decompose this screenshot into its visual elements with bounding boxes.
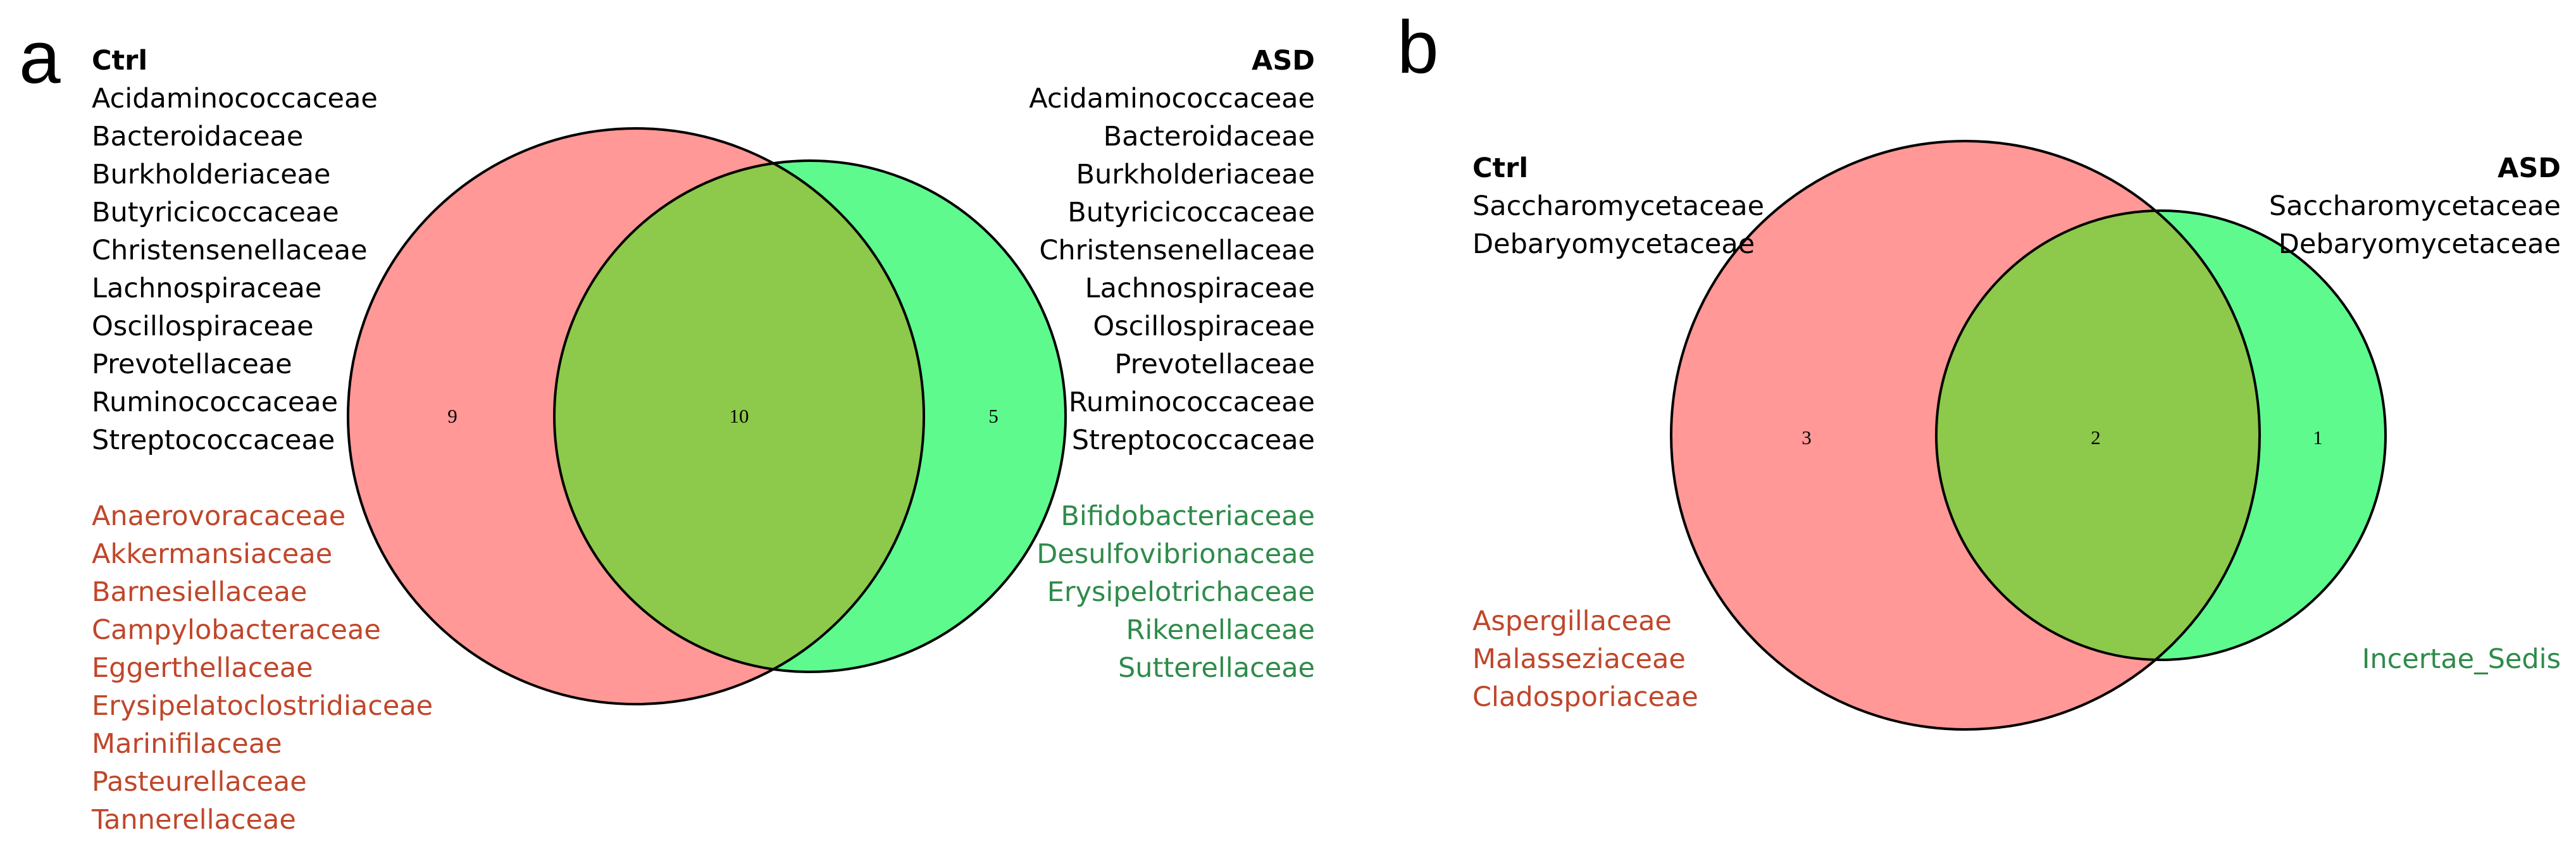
shared-taxon: Bacteroidaceae — [1103, 121, 1315, 152]
ctrl-only-list: Aspergillaceae Malasseziaceae Cladospori… — [1472, 602, 1698, 716]
ctrl-header: Ctrl — [1472, 152, 1529, 184]
asd-only-list: Incertae_Sedis — [2362, 640, 2561, 678]
asd-header: ASD — [2498, 152, 2561, 184]
shared-taxon: Streptococcaceae — [1071, 424, 1315, 456]
ctrl-only-taxon: Tannerellaceae — [92, 804, 296, 836]
shared-taxon: Saccharomycetaceae — [2268, 190, 2561, 222]
venn-diagram: 9 10 5 — [347, 127, 1067, 705]
asd-only-taxa-list: Bifidobacteriaceae Desulfovibrionaceae E… — [1029, 497, 1315, 687]
shared-taxon: Prevotellaceae — [92, 349, 292, 380]
shared-taxon: Christensenellaceae — [1039, 235, 1315, 266]
asd-only-count: 1 — [2313, 426, 2323, 449]
ctrl-only-taxon: Erysipelatoclostridiaceae — [92, 690, 433, 722]
ctrl-only-taxa-list: Aspergillaceae Malasseziaceae Cladospori… — [1472, 602, 1698, 716]
ctrl-only-taxon: Eggerthellaceae — [92, 652, 313, 684]
asd-list: ASD Acidaminococcaceae Bacteroidaceae Bu… — [1029, 42, 1315, 687]
asd-circle-outline — [1935, 209, 2387, 661]
ctrl-only-taxon: Marinifilaceae — [92, 728, 282, 760]
ctrl-header: Ctrl — [92, 45, 148, 77]
overlap-count: 2 — [2091, 426, 2101, 449]
shared-taxon: Streptococcaceae — [92, 424, 335, 456]
shared-taxon: Debaryomycetaceae — [2278, 228, 2561, 260]
asd-circle-outline — [553, 159, 1067, 673]
shared-taxa-list: Saccharomycetaceae Debaryomycetaceae — [1472, 187, 1764, 263]
ctrl-only-taxon: Campylobacteraceae — [92, 614, 381, 646]
shared-taxon: Lachnospiraceae — [1085, 273, 1315, 304]
ctrl-only-taxon: Anaerovoracaceae — [92, 500, 346, 532]
shared-taxon: Acidaminococcaceae — [92, 83, 378, 115]
overlap-region — [1936, 211, 2260, 660]
asd-list: ASD Saccharomycetaceae Debaryomycetaceae — [2269, 149, 2561, 263]
shared-taxon: Lachnospiraceae — [92, 273, 322, 304]
ctrl-only-taxon: Malasseziaceae — [1472, 643, 1686, 675]
asd-only-taxon: Erysipelotrichaceae — [1047, 576, 1315, 608]
shared-taxon: Bacteroidaceae — [92, 121, 304, 152]
venn-diagram: 3 2 1 — [1670, 140, 2387, 731]
shared-taxon: Burkholderiaceae — [1076, 159, 1315, 190]
ctrl-list: Ctrl Acidaminococcaceae Bacteroidaceae B… — [92, 42, 433, 839]
asd-only-taxon: Rikenellaceae — [1126, 614, 1315, 646]
shared-taxon: Acidaminococcaceae — [1029, 83, 1315, 115]
asd-only-taxon: Incertae_Sedis — [2361, 643, 2561, 675]
ctrl-only-taxon: Cladosporiaceae — [1472, 681, 1698, 713]
shared-taxon: Prevotellaceae — [1114, 349, 1315, 380]
shared-taxon: Oscillospiraceae — [1093, 311, 1315, 342]
ctrl-circle-outline — [347, 127, 925, 705]
ctrl-only-taxa-list: Anaerovoracaceae Akkermansiaceae Barnesi… — [92, 497, 433, 839]
shared-taxon: Debaryomycetaceae — [1472, 228, 1755, 260]
panel-b: b 3 2 1 Ctrl Saccharomycetaceae Debaryom… — [1354, 0, 2576, 849]
shared-taxa-list: Acidaminococcaceae Bacteroidaceae Burkho… — [92, 80, 433, 459]
asd-only-taxon: Desulfovibrionaceae — [1036, 538, 1315, 570]
ctrl-list: Ctrl Saccharomycetaceae Debaryomycetacea… — [1472, 149, 1764, 263]
panel-letter: b — [1397, 6, 1439, 89]
ctrl-only-count: 3 — [1801, 426, 1812, 449]
shared-taxon: Ruminococcaceae — [1068, 387, 1315, 418]
shared-taxon: Saccharomycetaceae — [1472, 190, 1765, 222]
overlap-count: 10 — [730, 405, 749, 427]
asd-only-count: 5 — [988, 405, 999, 427]
ctrl-only-taxon: Pasteurellaceae — [92, 766, 307, 798]
ctrl-only-count: 9 — [447, 405, 457, 427]
shared-taxa-list: Acidaminococcaceae Bacteroidaceae Burkho… — [1029, 80, 1315, 459]
ctrl-only-taxon: Akkermansiaceae — [92, 538, 333, 570]
asd-only-taxon: Bifidobacteriaceae — [1061, 500, 1315, 532]
shared-taxon: Oscillospiraceae — [92, 311, 314, 342]
asd-only-taxa-list: Incertae_Sedis — [2362, 640, 2561, 678]
panel-letter: a — [19, 16, 61, 99]
shared-taxon: Butyricicoccaceae — [1067, 197, 1315, 228]
asd-only-taxon: Sutterellaceae — [1117, 652, 1315, 684]
shared-taxon: Butyricicoccaceae — [92, 197, 339, 228]
asd-header: ASD — [1252, 45, 1315, 77]
overlap-region — [554, 161, 924, 672]
shared-taxa-list: Saccharomycetaceae Debaryomycetaceae — [2269, 187, 2561, 263]
shared-taxon: Christensenellaceae — [92, 235, 368, 266]
shared-taxon: Burkholderiaceae — [92, 159, 331, 190]
ctrl-only-taxon: Barnesiellaceae — [92, 576, 308, 608]
ctrl-only-taxon: Aspergillaceae — [1472, 605, 1672, 637]
ctrl-circle-outline — [1670, 140, 2261, 731]
panel-a: a Ctrl Acidaminococcaceae Bacteroidaceae… — [19, 16, 1315, 839]
shared-taxon: Ruminococcaceae — [92, 387, 339, 418]
